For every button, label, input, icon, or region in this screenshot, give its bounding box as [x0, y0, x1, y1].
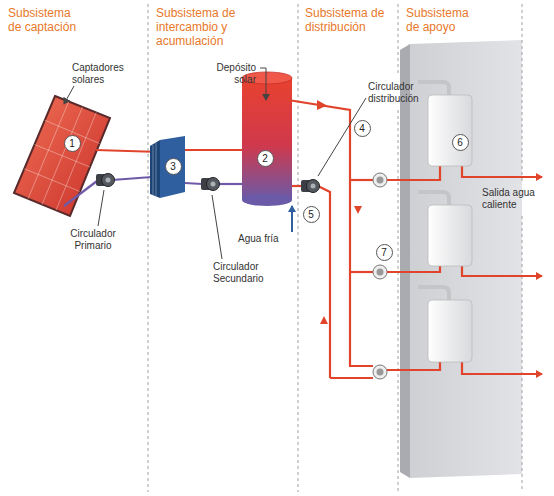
- distribution-pipe: [330, 377, 373, 379]
- callout-number: 4: [354, 120, 371, 137]
- callout-number: 3: [165, 158, 182, 175]
- distribution-pipe: [318, 186, 330, 378]
- part-label: Agua fría: [238, 233, 290, 245]
- right-divider: [522, 4, 523, 492]
- subsystem-heading: Subsistema de intercambio y acumulación: [156, 6, 256, 48]
- heat-exchanger: [160, 136, 185, 198]
- boiler: [418, 82, 472, 362]
- boiler: [428, 300, 472, 362]
- solar-collector: [24, 102, 99, 211]
- subsystem-divider: [148, 4, 398, 492]
- boiler: [428, 95, 472, 166]
- distribution-pipe: [350, 271, 373, 273]
- secondary-pipe: [216, 183, 244, 185]
- subsystem-divider: [148, 4, 149, 492]
- part-label: Circulador distribución: [368, 81, 440, 105]
- callout-number: 1: [64, 135, 81, 152]
- part-label: Captadores solares: [72, 62, 134, 86]
- flow-arrow: [354, 206, 362, 214]
- subsystem-heading: Subsistema de captación: [8, 6, 82, 34]
- leader-line: [98, 190, 104, 226]
- subsystem-divider: [398, 4, 399, 76]
- secondary-pipe: [185, 149, 244, 151]
- part-label: Salida agua caliente: [482, 187, 548, 211]
- circulator-pump: [301, 180, 320, 193]
- cold-water-inlet: [292, 206, 293, 232]
- circulator-pump: [201, 178, 220, 191]
- circulator-pump: [96, 174, 320, 193]
- distribution-pipe: [292, 185, 302, 187]
- primary-pipe: [64, 150, 160, 206]
- circulator-pump: [96, 174, 115, 187]
- subsystem-divider: [398, 110, 399, 492]
- boiler: [418, 287, 449, 300]
- solar-collector: [35, 145, 91, 168]
- solar-tank: [242, 78, 292, 200]
- valve: [373, 173, 387, 379]
- wall: [400, 44, 410, 478]
- boiler: [418, 192, 449, 205]
- leader-line: [260, 68, 266, 100]
- valve: [373, 365, 387, 379]
- flow-arrow: [320, 316, 328, 324]
- callout-number: 6: [452, 134, 469, 151]
- subsystem-heading: Subsistema de apoyo: [406, 6, 481, 34]
- boiler: [418, 82, 449, 95]
- boiler-pipe: [387, 266, 440, 272]
- leader-line: [64, 86, 74, 104]
- boiler-pipe: [387, 166, 440, 180]
- boiler-pipe: [462, 362, 542, 374]
- heat-exchanger: [153, 145, 154, 195]
- callout-number: 7: [376, 244, 393, 261]
- wall: [400, 40, 522, 478]
- callout-number: 5: [303, 206, 320, 223]
- heat-exchanger: [150, 136, 185, 198]
- boiler: [428, 205, 472, 266]
- boiler-pipe: [387, 362, 440, 370]
- solar-collector: [24, 169, 80, 192]
- leader-line: [212, 195, 222, 259]
- subsystem-heading: Subsistema de distribución: [305, 6, 395, 34]
- solar-tank: [242, 72, 292, 206]
- secondary-pipe: [185, 183, 202, 184]
- primary-pipe: [64, 181, 97, 206]
- right-divider: [522, 216, 523, 492]
- boiler-pipe: [462, 266, 542, 276]
- distribution-pipe: [288, 100, 373, 378]
- heat-exchanger: [156, 143, 157, 196]
- right-divider: [522, 4, 523, 182]
- primary-pipe: [112, 177, 152, 180]
- valve: [373, 265, 387, 279]
- cold-water-inlet: [291, 206, 293, 232]
- boiler-pipe: [462, 166, 542, 177]
- flow-arrow: [317, 100, 327, 110]
- callout-number: 2: [257, 150, 274, 167]
- solar-tank: [242, 194, 292, 206]
- heat-exchanger: [150, 140, 160, 198]
- heat-exchanger: [153, 143, 156, 196]
- leader-line: [318, 98, 366, 176]
- distribution-pipe: [350, 179, 373, 181]
- wall: [410, 40, 522, 478]
- part-label: Depósito solar: [200, 62, 256, 86]
- solar-collector: [14, 96, 110, 216]
- subsystem-divider: [298, 4, 299, 492]
- solar-collector: [14, 96, 110, 216]
- valve: [373, 173, 387, 187]
- part-label: Circulador Primario: [60, 228, 126, 252]
- part-label: Circulador Secundario: [213, 261, 283, 285]
